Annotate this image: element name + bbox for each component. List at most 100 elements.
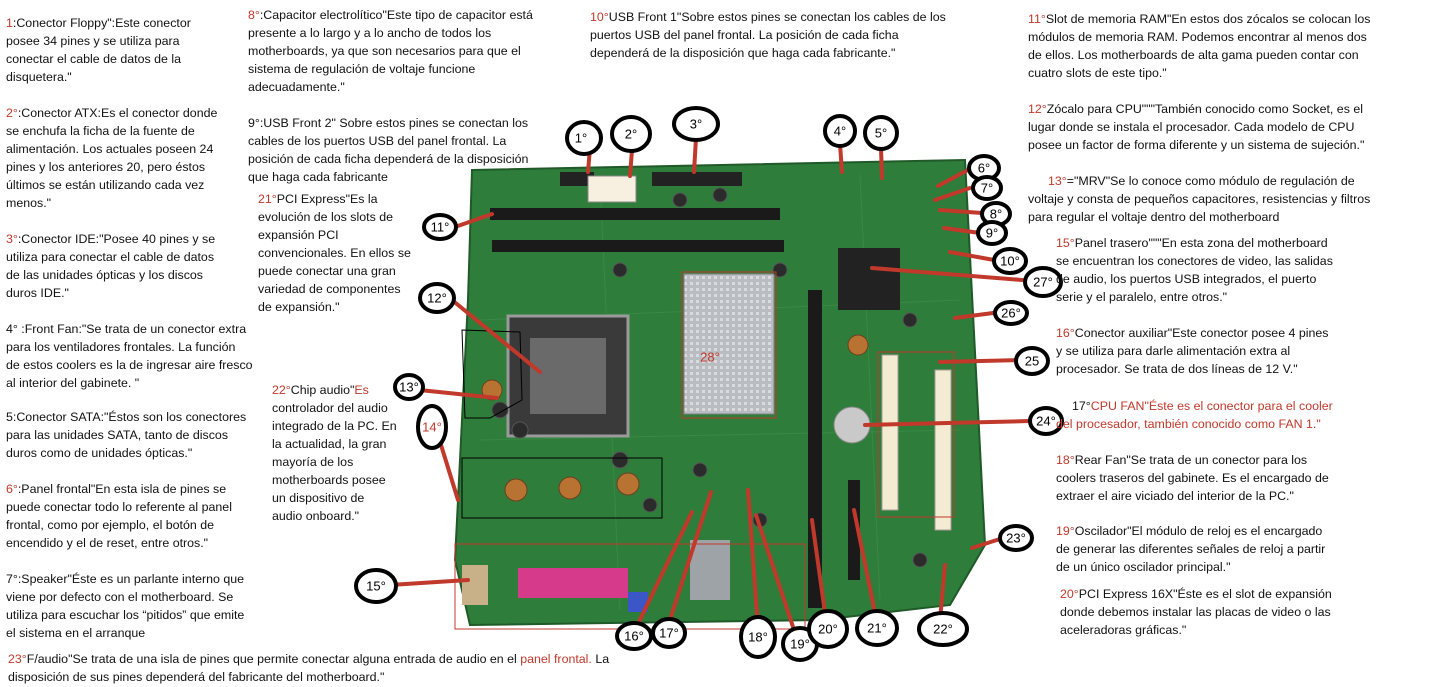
note-15: 15°Panel trasero"""En esta zona del moth… (1056, 234, 1431, 306)
callout-label: 10° (1000, 254, 1020, 269)
pcie-x16-slot (808, 290, 822, 608)
note-17-number: 17° (1072, 399, 1091, 413)
note-18-number: 18° (1056, 453, 1075, 467)
callout-label: 16° (624, 629, 644, 644)
note-3: 3°:Conector IDE:"Posee 40 pines y se uti… (6, 230, 251, 302)
note-21: 21°PCI Express"Es la evolución de los sl… (258, 190, 428, 316)
callout-label: 7° (981, 181, 993, 196)
note-8: 8°:Capacitor electrolítico"Este tipo de … (248, 6, 568, 96)
note-4-text: :Front Fan:"Se trata de un conector extr… (6, 322, 253, 390)
note-17-text: CPU FAN"Éste es el conector para el cool… (1056, 399, 1333, 431)
note-22-text2: controlador del audio integrado de la PC… (272, 401, 397, 523)
note-5-text: :Conector SATA:"Éstos son los conectores… (6, 410, 246, 460)
note-18: 18°Rear Fan"Se trata de un conector para… (1056, 451, 1431, 505)
callout-label: 22° (933, 622, 953, 637)
note-7-number: 7° (6, 572, 18, 586)
note-5: 5:Conector SATA:"Éstos son los conectore… (6, 408, 266, 462)
callout-label: 4° (834, 124, 846, 139)
callout-label: 11° (431, 220, 450, 235)
note-12-text: Zócalo para CPU"""También conocido como … (1028, 102, 1364, 152)
usb-lan-ports (690, 540, 730, 600)
southbridge-chip (838, 248, 900, 310)
note-11-number: 11° (1028, 12, 1046, 26)
note-9: 9°:USB Front 2" Sobre estos pines se con… (248, 114, 568, 186)
note-21-text: PCI Express"Es la evolución de los slots… (258, 192, 411, 314)
callout-label: 19° (790, 637, 810, 652)
note-16-text: Conector auxiliar"Este conector posee 4 … (1056, 326, 1328, 376)
atx-connector (588, 176, 636, 202)
callout-label: 25 (1025, 354, 1039, 369)
callout-label: 21° (867, 621, 887, 636)
callout-label: 24° (1036, 414, 1056, 429)
pci-slot-1 (882, 355, 898, 510)
cpu-socket-inner (530, 338, 606, 414)
callout-label: 2° (625, 127, 637, 142)
callout-label: 28° (700, 350, 720, 365)
note-6-number: 6° (6, 482, 18, 496)
note-12-number: 12° (1028, 102, 1047, 116)
ide-connector (652, 172, 742, 186)
note-1-text: :Conector Floppy":Este conector posee 34… (6, 16, 191, 84)
note-4: 4° :Front Fan:"Se trata de un conector e… (6, 320, 276, 392)
callout-label: 5° (875, 126, 887, 141)
note-22-number: 22° (272, 383, 291, 397)
note-6: 6°:Panel frontal"En esta isla de pines s… (6, 480, 271, 552)
callout-label: 18° (748, 630, 768, 645)
note-21-number: 21° (258, 192, 277, 206)
callout-label: 23° (1006, 531, 1026, 546)
callout-label: 15° (366, 579, 386, 594)
note-8-text: :Capacitor electrolítico"Este tipo de ca… (248, 8, 533, 94)
callout-label: 9° (986, 226, 998, 241)
note-16: 16°Conector auxiliar"Este conector posee… (1056, 324, 1431, 378)
note-6-text: :Panel frontal"En esta isla de pines se … (6, 482, 232, 550)
note-11-text: Slot de memoria RAM"En estos dos zócalos… (1028, 12, 1370, 80)
note-13: 13°="MRV"Se lo conoce como módulo de reg… (1028, 172, 1428, 226)
callout-label: 27° (1033, 275, 1053, 290)
note-1-number: 1 (6, 16, 13, 30)
ram-slot-1 (490, 208, 780, 220)
note-3-text: :Conector IDE:"Posee 40 pines y se utili… (6, 232, 215, 300)
ps2-ports (462, 565, 488, 605)
note-22-red: Es (354, 383, 368, 397)
note-23-text: F/audio"Se trata de una isla de pines qu… (27, 652, 520, 666)
callout-label: 1° (575, 131, 587, 146)
callout-label: 17° (659, 626, 679, 641)
note-10: 10°USB Front 1"Sobre estos pines se cone… (590, 8, 990, 62)
note-20-text: PCI Express 16X"Éste es el slot de expan… (1060, 587, 1332, 637)
note-23-red: panel frontal. (520, 652, 592, 666)
note-15-number: 15° (1056, 236, 1075, 250)
note-19: 19°Oscilador"El módulo de reloj es el en… (1056, 522, 1431, 576)
note-18-text: Rear Fan"Se trata de un conector para lo… (1056, 453, 1329, 503)
parallel-port (518, 568, 628, 598)
note-15-text: Panel trasero"""En esta zona del motherb… (1056, 236, 1333, 304)
note-23: 23°F/audio"Se trata de una isla de pines… (8, 650, 708, 686)
note-19-number: 19° (1056, 524, 1075, 538)
note-10-text: USB Front 1"Sobre estos pines se conecta… (590, 10, 946, 60)
note-9-text: :USB Front 2" Sobre estos pines se conec… (248, 116, 528, 184)
note-16-number: 16° (1056, 326, 1075, 340)
note-2: 2°:Conector ATX:Es el conector donde se … (6, 104, 251, 212)
callout-label: 8° (990, 207, 1002, 222)
callout-label: 6° (978, 161, 990, 176)
note-20: 20°PCI Express 16X"Éste es el slot de ex… (1060, 585, 1430, 639)
chipset-heatsink (684, 274, 774, 414)
callout-label: 20° (818, 622, 838, 637)
note-7: 7°:Speaker"Éste es un parlante interno q… (6, 570, 286, 642)
callout-label: 3° (690, 117, 702, 132)
callout-label: 14° (422, 420, 442, 435)
note-13-number: 13° (1048, 174, 1067, 188)
note-17: 17°CPU FAN"Éste es el conector para el c… (1056, 397, 1431, 433)
note-5-number: 5 (6, 410, 13, 424)
note-22-text: Chip audio" (291, 383, 355, 397)
note-8-number: 8° (248, 8, 260, 22)
note-13-text: ="MRV"Se lo conoce como módulo de regula… (1028, 174, 1370, 224)
note-3-number: 3° (6, 232, 18, 246)
note-20-number: 20° (1060, 587, 1079, 601)
note-10-number: 10° (590, 10, 609, 24)
note-2-number: 2° (6, 106, 18, 120)
note-7-text: :Speaker"Éste es un parlante interno que… (6, 572, 244, 640)
note-12: 12°Zócalo para CPU"""También conocido co… (1028, 100, 1428, 154)
note-1: 1:Conector Floppy":Este conector posee 3… (6, 14, 246, 86)
note-9-number: 9° (248, 116, 260, 130)
callout-label: 26° (1001, 306, 1021, 321)
